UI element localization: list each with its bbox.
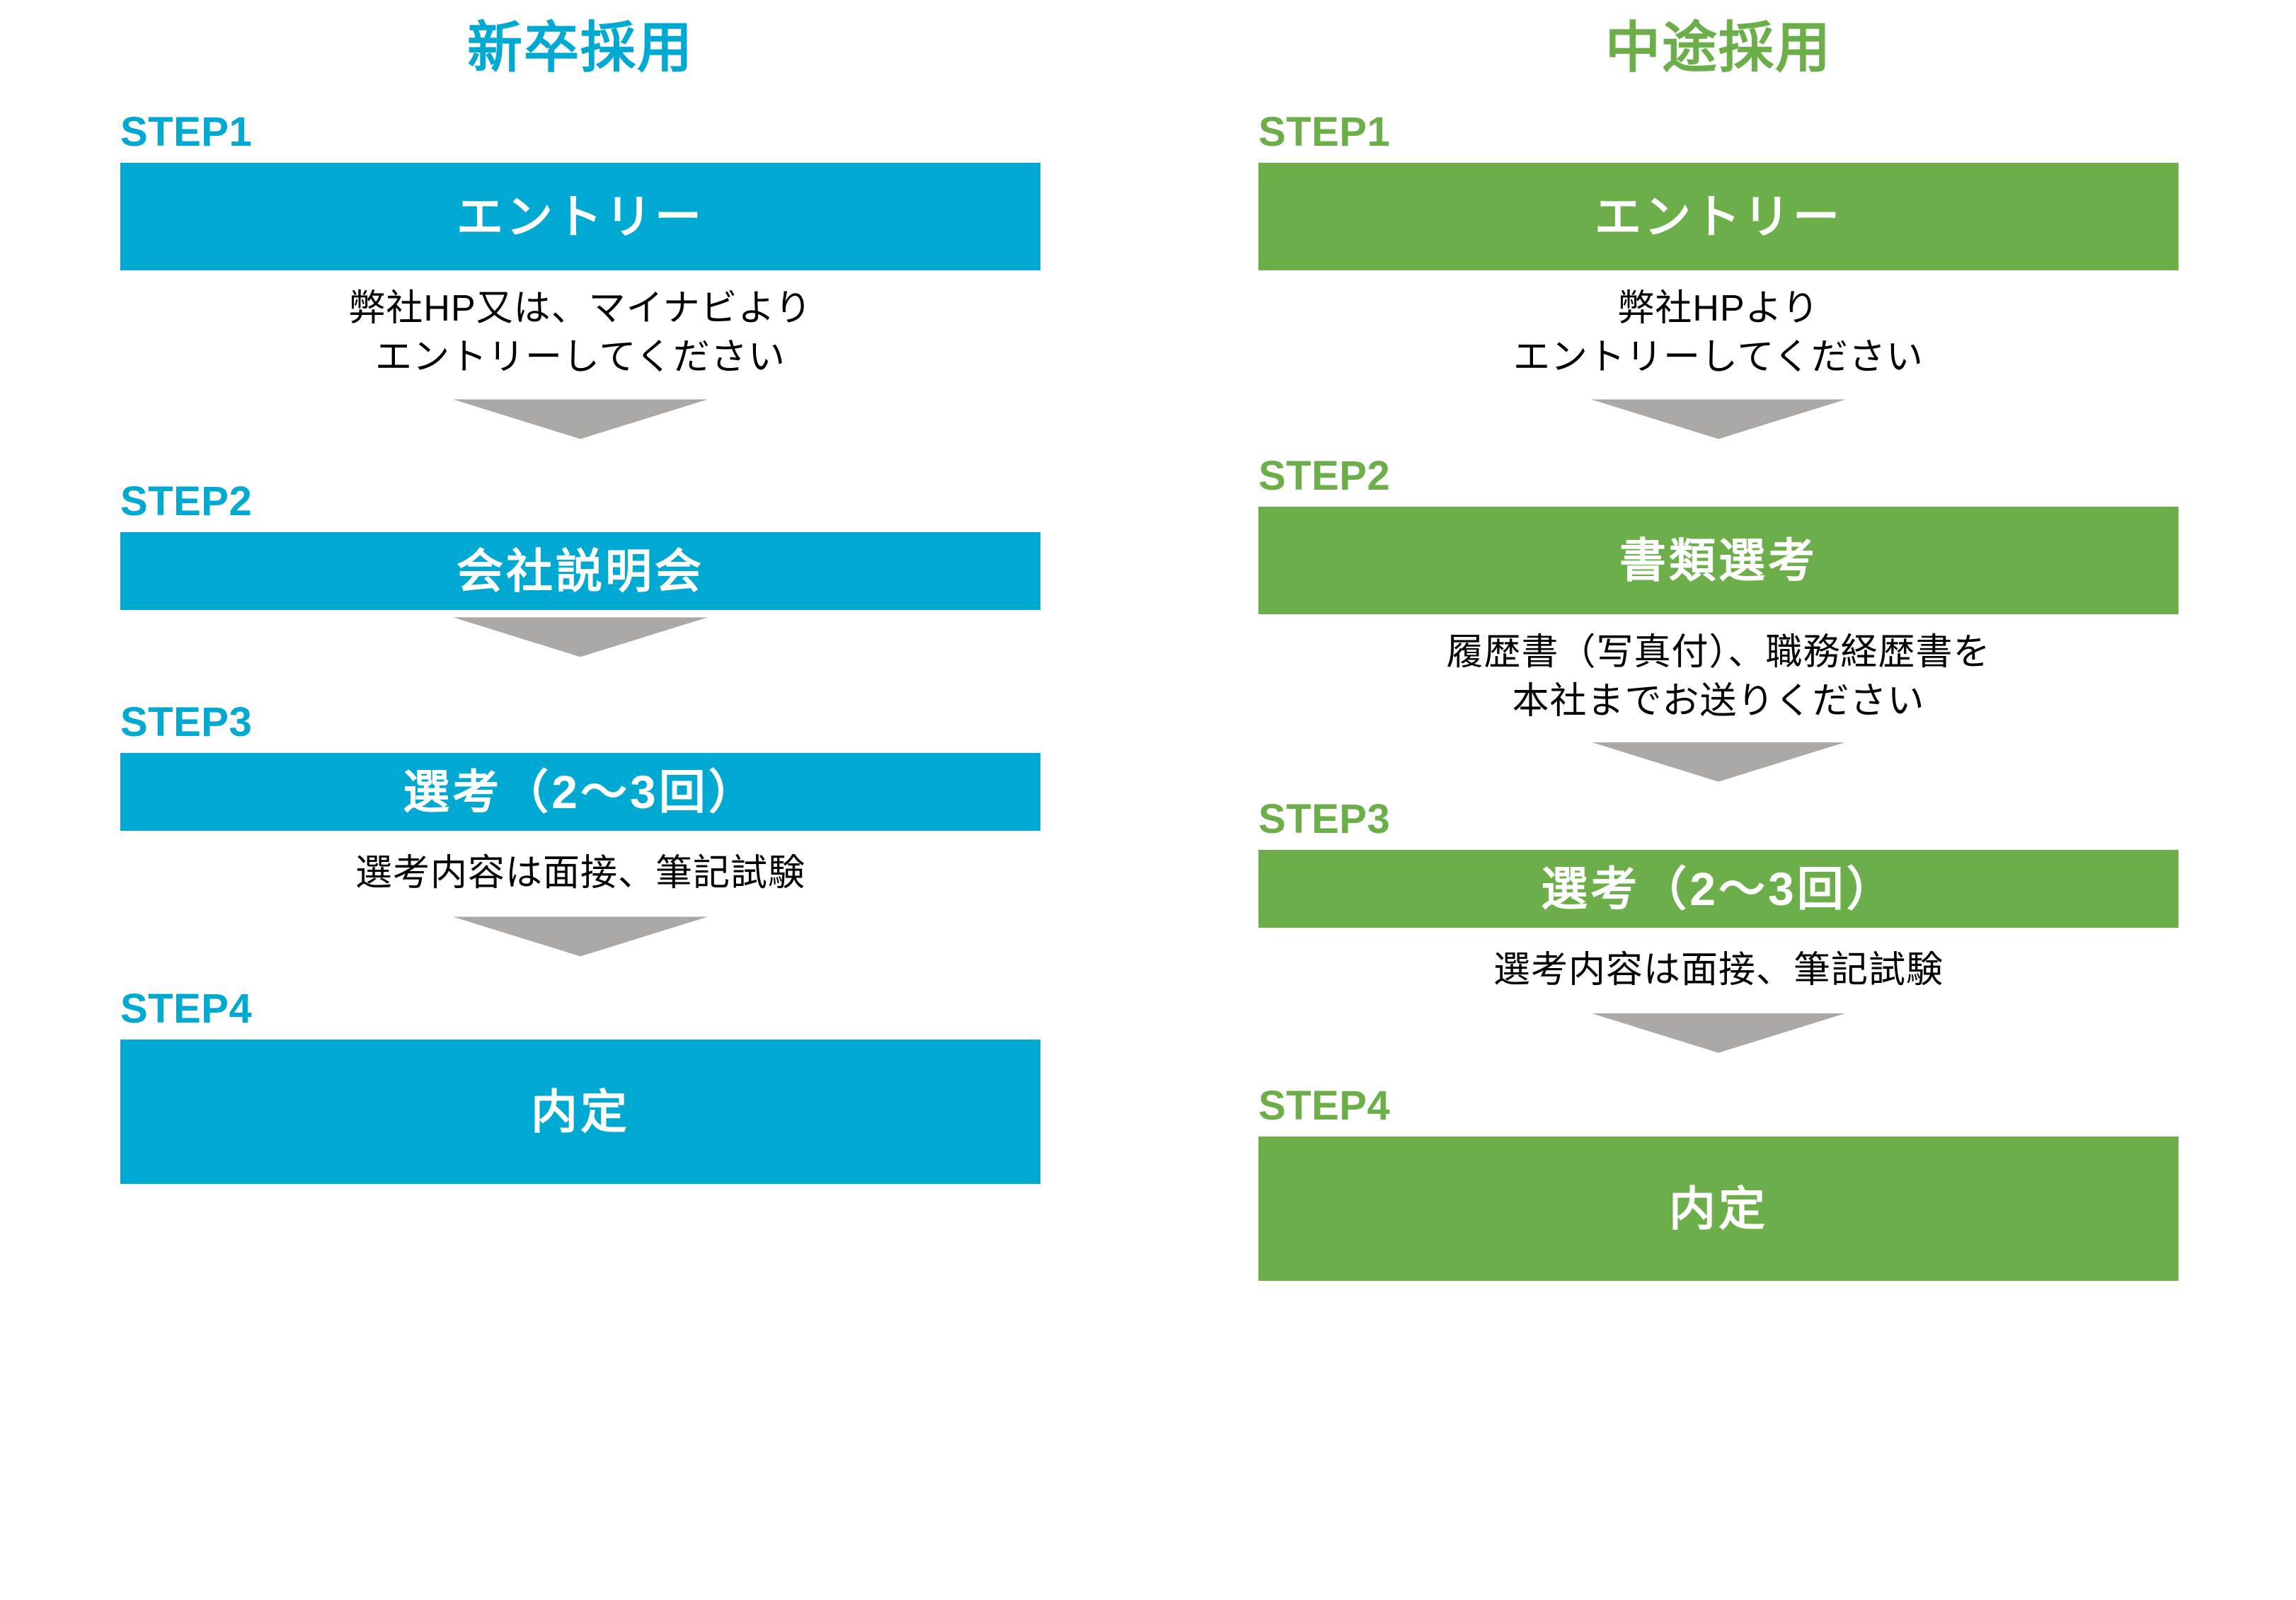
step-bar-text-new-graduate-1: エントリー	[457, 190, 704, 243]
step-bar-new-graduate-3: 選考（2〜3回）	[120, 753, 1040, 831]
step-label-mid-career-4: STEP4	[1258, 1082, 1391, 1129]
step-label-mid-career-3: STEP3	[1258, 795, 1391, 842]
step-bar-text-new-graduate-4: 内定	[531, 1086, 630, 1139]
step-label-mid-career-1: STEP1	[1258, 109, 1391, 155]
flow-arrow-down-icon	[1591, 1013, 1846, 1053]
step-bar-text-mid-career-2: 書類選考	[1619, 534, 1818, 587]
flow-arrow-down-icon	[1591, 742, 1846, 782]
flow-arrow-down-icon	[453, 916, 708, 957]
step-label-new-graduate-1: STEP1	[120, 109, 253, 155]
step-bar-new-graduate-1: エントリー	[120, 163, 1040, 270]
step-bar-text-mid-career-4: 内定	[1669, 1182, 1768, 1235]
step-bar-mid-career-4: 内定	[1258, 1136, 2179, 1281]
step-label-new-graduate-2: STEP2	[120, 478, 253, 525]
column-new-graduate: 新卒採用 STEP1 エントリー 弊社HP又は、マイナビより エントリーしてくだ…	[120, 0, 1040, 1185]
column-mid-career: 中途採用 STEP1 エントリー 弊社HPより エントリーしてください STEP…	[1258, 0, 2179, 1281]
step-description-mid-career-3: 選考内容は面接、筆記試験	[1493, 949, 1944, 991]
step-label-new-graduate-4: STEP4	[120, 986, 253, 1032]
column-title-mid-career: 中途採用	[1605, 16, 1832, 79]
step-bar-new-graduate-4: 内定	[120, 1040, 1040, 1185]
step-bar-text-mid-career-3: 選考（2〜3回）	[1541, 862, 1896, 915]
step-bar-text-new-graduate-3: 選考（2〜3回）	[403, 766, 758, 819]
step-description-new-graduate-1: 弊社HP又は、マイナビより エントリーしてください	[348, 288, 813, 379]
step-label-new-graduate-3: STEP3	[120, 699, 253, 746]
step-bar-mid-career-2: 書類選考	[1258, 507, 2179, 615]
flow-arrow-down-icon	[453, 399, 708, 439]
column-title-new-graduate: 新卒採用	[466, 16, 694, 79]
step-description-mid-career-2: 履歴書（写真付）、職務経歴書を 本社までお送りください	[1446, 632, 1991, 723]
flow-arrow-down-icon	[1591, 399, 1846, 439]
step-label-mid-career-2: STEP2	[1258, 453, 1391, 500]
flow-arrow-down-icon	[453, 617, 708, 657]
step-description-mid-career-1: 弊社HPより エントリーしてください	[1513, 288, 1924, 379]
step-bar-mid-career-1: エントリー	[1258, 163, 2179, 270]
step-description-new-graduate-3: 選考内容は面接、筆記試験	[355, 853, 805, 894]
step-bar-new-graduate-2: 会社説明会	[120, 532, 1040, 611]
step-bar-mid-career-3: 選考（2〜3回）	[1258, 849, 2179, 928]
step-bar-text-mid-career-1: エントリー	[1595, 190, 1842, 243]
step-bar-text-new-graduate-2: 会社説明会	[457, 545, 704, 598]
